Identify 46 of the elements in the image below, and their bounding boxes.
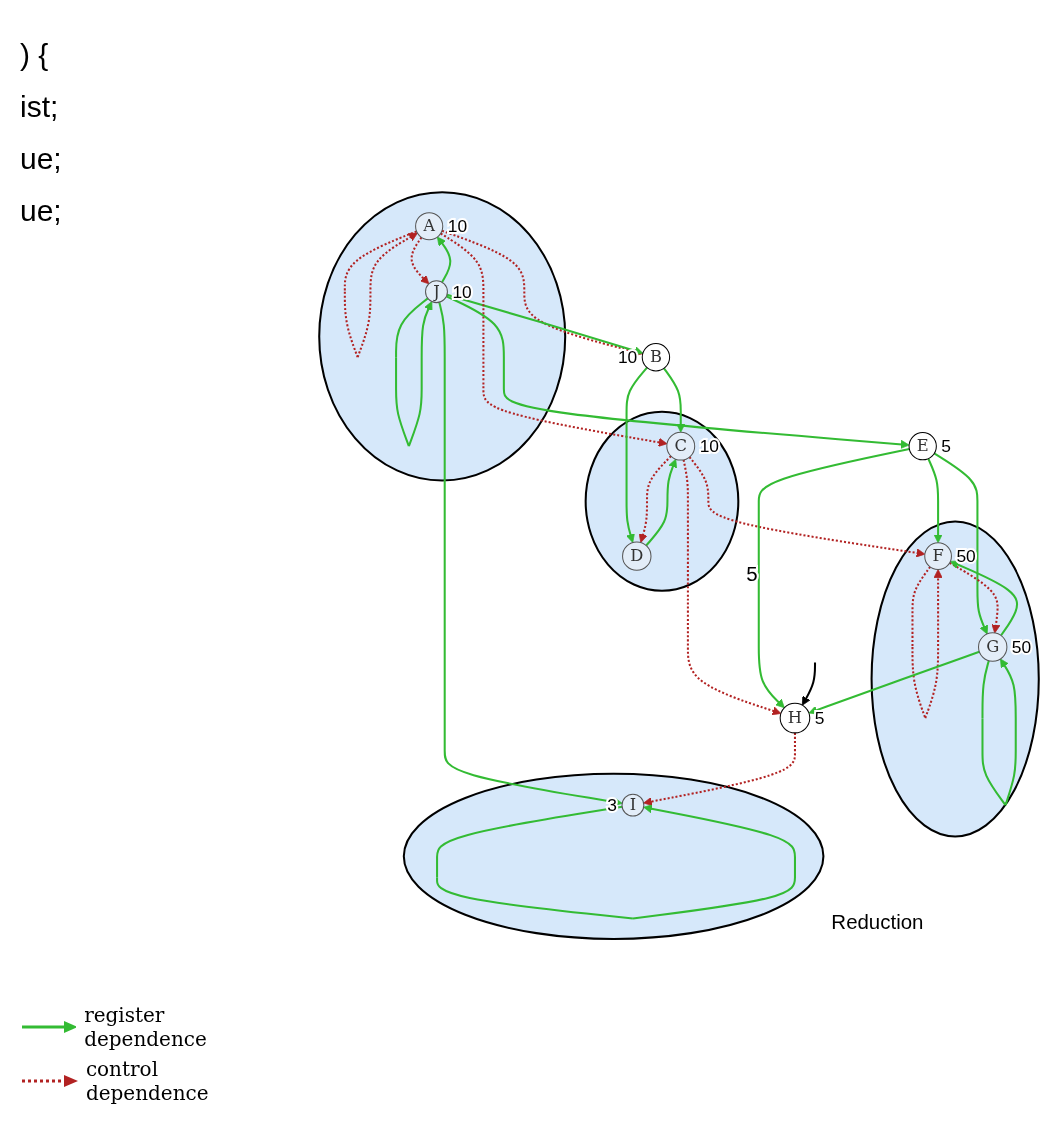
count-label: 5 [814,707,824,728]
code-text: ) { [20,38,50,72]
node-label: I [629,794,636,815]
arrow [436,236,451,283]
arrow [801,662,816,706]
count-label: 50 [955,546,976,566]
arrow [441,229,643,356]
count-label: 50 [1011,636,1031,657]
count-label: 3 [606,795,617,815]
arrow [662,367,685,433]
code-text: ue; [20,194,63,228]
count-label: 10 [699,436,719,457]
arrow [410,236,429,285]
count-label: 10 [451,281,472,302]
arrow [439,232,667,447]
node-label: D [629,545,643,566]
arrow [638,455,672,543]
node-label: B [649,346,662,367]
arrow [948,561,1000,634]
code-text: ue; [20,142,63,176]
arrow [644,458,677,547]
count-label: 5 [745,561,758,585]
node-label: H [787,707,802,728]
node-label: E [916,435,929,456]
count-label: Reduction [830,909,923,933]
arrow [642,732,796,806]
arrow [688,456,925,558]
legend-text: control dependence [85,1057,210,1105]
arrow [446,293,643,356]
count-label: 10 [617,347,637,368]
arrow [757,447,910,709]
count-label: 10 [447,216,467,237]
arrow [807,650,980,715]
node-label: C [673,435,687,456]
arrow [926,458,943,544]
node-label: F [931,545,944,566]
arrow [445,295,909,449]
node-label: G [985,636,999,657]
arrow [625,366,648,543]
node-label: A [422,215,435,236]
code-text: ist; [20,90,60,124]
arrow [682,459,781,716]
arrow [949,560,1018,636]
count-label: 5 [940,436,951,457]
arrow [437,301,623,807]
arrow [933,452,988,635]
